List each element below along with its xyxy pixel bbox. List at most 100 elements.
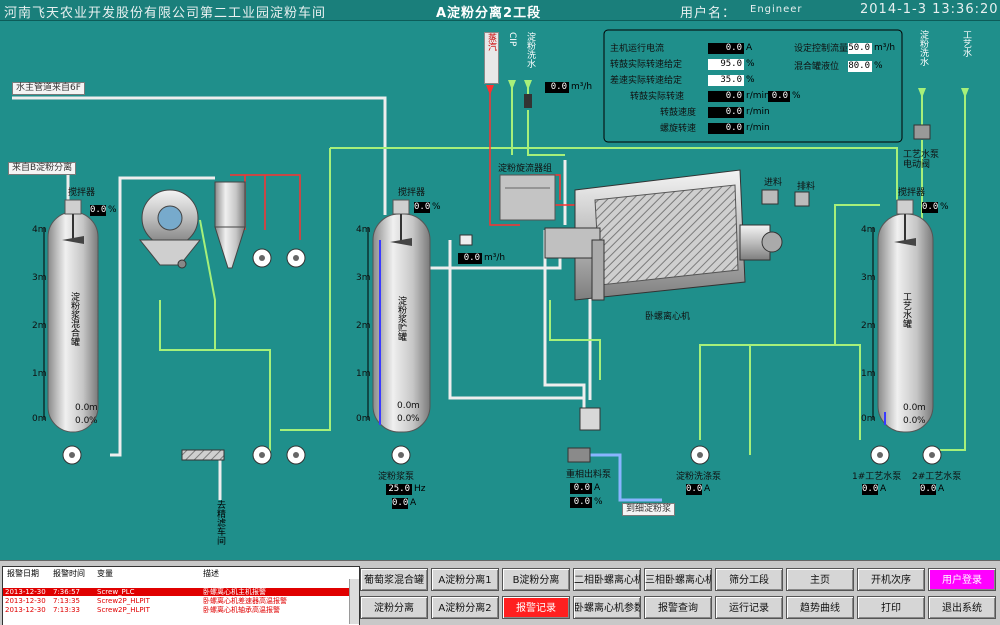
nav-button-starch-sep[interactable]: 淀粉分离 <box>360 596 428 619</box>
process-water-label: 淀粉洗水 <box>525 32 535 68</box>
alarm-date: 2013-12-30 <box>5 597 46 605</box>
param-unit: r/min <box>746 91 770 101</box>
scale-tick: 3m <box>32 273 47 283</box>
param-unit: % <box>746 75 755 85</box>
left-level-unit: % <box>108 205 117 215</box>
process-water-motor <box>913 124 931 140</box>
slurry-pump-freq: 25.0 <box>386 484 412 495</box>
nav-button-b-sep[interactable]: B淀粉分离 <box>502 568 570 591</box>
decanter-centrifuge <box>544 169 810 301</box>
heavy-phase-value2: 0.0 <box>570 497 592 508</box>
right-unit2: m <box>917 403 926 413</box>
mid-value2: 0.0 <box>397 401 412 411</box>
param-value: 0.0 <box>708 91 744 102</box>
alarm-row[interactable]: 2013-12-30 7:13:33 Screw2P_HLPIT 卧螺离心机轴承… <box>3 606 349 614</box>
nav-button-mix-tank[interactable]: 葡萄浆混合罐 <box>360 568 428 591</box>
flow-setpoint-value[interactable]: 50.0 <box>848 43 872 54</box>
param-label: 转鼓实际转速给定 <box>610 60 683 70</box>
print-button[interactable]: 打印 <box>857 596 925 619</box>
scale-tick: 4m <box>32 225 47 235</box>
param-value[interactable]: 95.0 <box>708 59 744 70</box>
param-value[interactable]: 35.0 <box>708 75 744 86</box>
to-fine-fiber-label: 去精滤车间 <box>215 500 225 545</box>
alarm-col-var: 变量 <box>97 569 113 578</box>
right-stirrer-label: 搅拌器 <box>898 188 926 198</box>
alarm-time: 7:13:35 <box>53 597 80 605</box>
wash-pump-unit: A <box>704 484 711 494</box>
fine-slurry-label: 到细淀粉浆 <box>622 503 676 516</box>
param-label: 转鼓实际转速 <box>630 92 685 102</box>
left-level-value: 0.0 <box>90 205 107 216</box>
mid-tank-label: 淀粉浆贮罐 <box>396 296 406 341</box>
param-label: 转鼓速度 <box>660 108 697 118</box>
mid-stirrer-label: 搅拌器 <box>398 188 426 198</box>
nav-button-a-sep-1[interactable]: A淀粉分离1 <box>431 568 499 591</box>
scale-tick: 0m <box>356 414 371 424</box>
exit-button[interactable]: 退出系统 <box>928 596 996 619</box>
scale-tick: 2m <box>32 321 47 331</box>
parameter-panel-frame <box>603 29 903 143</box>
trend-curve-button[interactable]: 趋势曲线 <box>786 596 854 619</box>
left-stirrer-label: 搅拌器 <box>68 188 96 198</box>
param-value: 0.0 <box>708 107 744 118</box>
alarm-col-time: 报警时间 <box>53 569 85 578</box>
scale-tick: 1m <box>861 369 876 379</box>
scale-tick: 3m <box>356 273 371 283</box>
blue-pipe <box>590 453 662 502</box>
param-unit: A <box>746 43 753 53</box>
nav-button-two-phase[interactable]: 二相卧螺离心机 <box>573 568 641 591</box>
motor-valve-label: 工艺水泵电动阀 <box>903 150 940 170</box>
from-b-stage-label: 来自B淀粉分离 <box>8 162 77 175</box>
right-level-unit: % <box>940 202 949 212</box>
nav-button-start-sequence[interactable]: 开机次序 <box>857 568 925 591</box>
nav-button-screening[interactable]: 筛分工段 <box>715 568 783 591</box>
decanter-params-button[interactable]: 卧螺离心机参数设置 <box>573 596 641 619</box>
nav-button-home[interactable]: 主页 <box>786 568 854 591</box>
alarm-row[interactable]: 2013-12-30 7:36:57 Screw_PLC 卧螺离心机主机报警 <box>3 588 349 596</box>
process-water-right-label: 淀粉洗水 <box>918 30 928 66</box>
nav-button-a-sep-2[interactable]: A淀粉分离2 <box>431 596 499 619</box>
wash-pump-value: 0.0 <box>686 484 703 495</box>
alarm-scrollbar[interactable] <box>349 579 359 624</box>
water-pump-2-value: 0.0 <box>920 484 937 495</box>
nav-button-three-phase[interactable]: 三相卧螺离心机 <box>644 568 712 591</box>
steam-label: 蒸汽 <box>484 32 499 84</box>
bottom-filter <box>579 407 601 431</box>
mix-tank-level-label: 混合罐液位 <box>794 62 840 72</box>
alarm-header: 报警日期 报警时间 变量 描述 <box>3 567 359 579</box>
scale-tick: 4m <box>356 225 371 235</box>
alarm-query-button[interactable]: 报警查询 <box>644 596 712 619</box>
user-name: Engineer <box>750 4 803 15</box>
mix-tank-level-value[interactable]: 80.0 <box>848 61 872 72</box>
login-button[interactable]: 用户登录 <box>928 568 996 591</box>
white-pipes <box>12 96 592 500</box>
run-record-button[interactable]: 运行记录 <box>715 596 783 619</box>
inlet-label: 进料 <box>764 178 783 188</box>
alarm-var: Screw2P_HLPIT <box>97 606 150 614</box>
screw-conveyor <box>181 449 225 461</box>
company-name: 河南飞天农业开发股份有限公司第二工业园淀粉车间 <box>4 6 327 21</box>
slurry-pump-freq-unit: Hz <box>414 484 426 494</box>
water-pump-1-label: 1#工艺水泵 <box>852 472 902 482</box>
heater-box <box>499 174 556 221</box>
left-tank-label: 淀粉浆混合罐 <box>69 292 79 346</box>
pumps <box>62 248 942 465</box>
scale-tick: 4m <box>861 225 876 235</box>
scale-tick: 3m <box>861 273 876 283</box>
flow-meter <box>524 94 532 108</box>
water-pump-1-unit: A <box>880 484 887 494</box>
scale-tick: 2m <box>356 321 371 331</box>
tank-scales <box>43 228 874 420</box>
slurry-motor <box>567 447 591 463</box>
alarm-var: Screw_PLC <box>97 588 135 596</box>
mid-level-unit: % <box>432 202 441 212</box>
right-tank <box>877 199 934 433</box>
title-bar: 河南飞天农业开发股份有限公司第二工业园淀粉车间 A淀粉分离2工段 用户名： En… <box>0 0 1000 21</box>
scale-tick: 1m <box>32 369 47 379</box>
water-pump-1-value: 0.0 <box>862 484 879 495</box>
alarm-time: 7:13:33 <box>53 606 80 614</box>
alarm-row[interactable]: 2013-12-30 7:13:35 Screw2P_HLPIT 卧螺离心机差速… <box>3 597 349 605</box>
steam-valve-icon <box>486 85 494 95</box>
alarm-record-button[interactable]: 报警记录 <box>502 596 570 619</box>
